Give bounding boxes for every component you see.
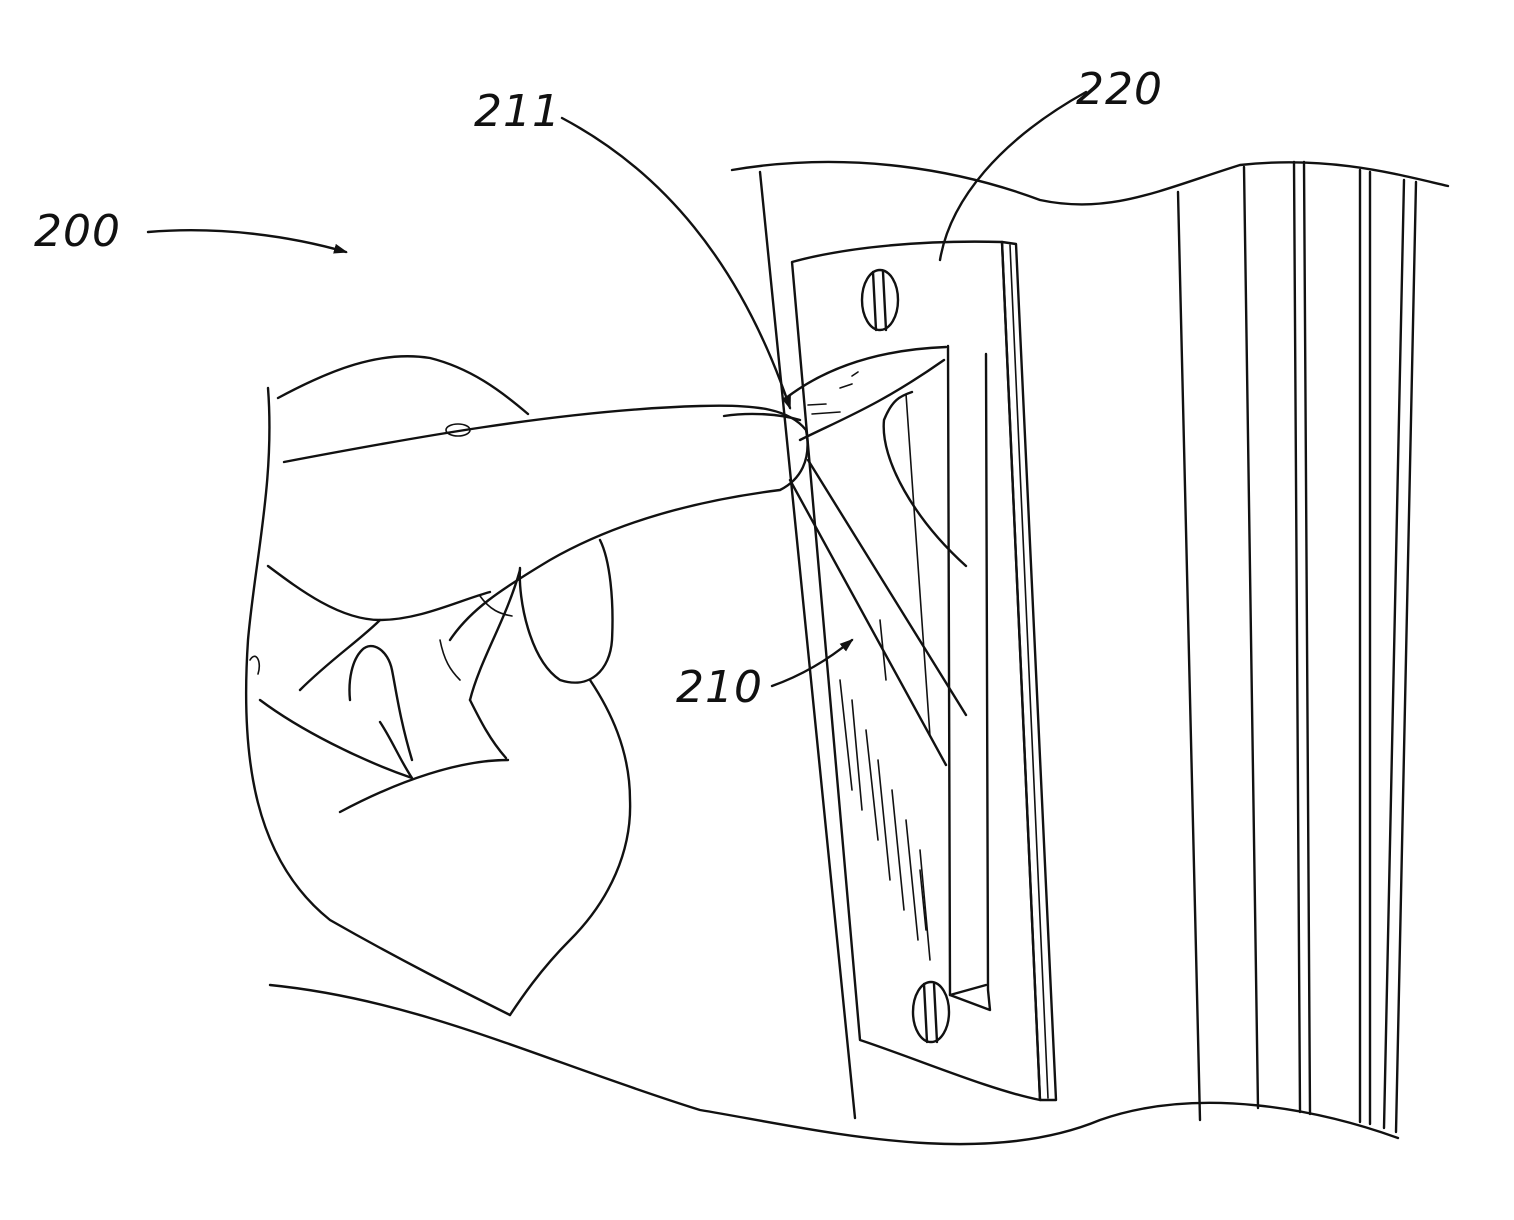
top-screw — [862, 270, 898, 330]
label-210: 210 — [676, 666, 763, 710]
plate-shading — [840, 620, 930, 960]
label-211: 211 — [474, 90, 561, 134]
leader-lines — [148, 92, 1086, 686]
bottom-screw — [913, 982, 949, 1042]
label-220: 220 — [1076, 68, 1163, 112]
door-panel — [270, 162, 1448, 1144]
label-200: 200 — [34, 210, 121, 254]
